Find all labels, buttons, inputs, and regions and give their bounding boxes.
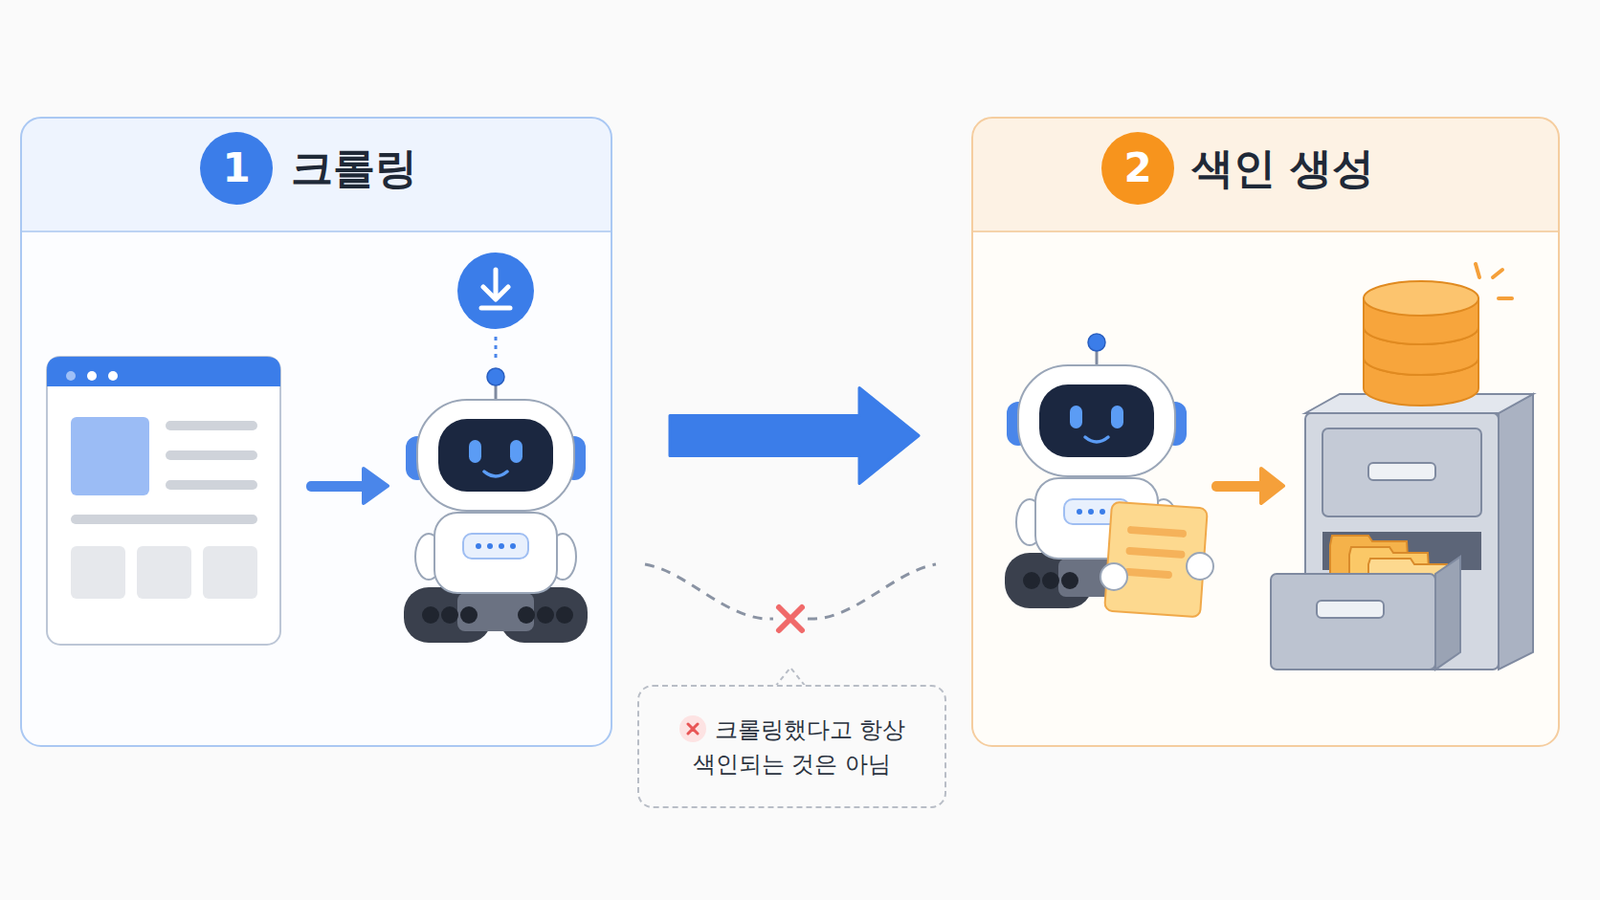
stage-panel: 색인 생성 2 xyxy=(971,116,1560,748)
note-box: 크롤링했다고 항상 색인되는 것은 아님 xyxy=(637,685,947,809)
note-text: 크롤링했다고 항상 색인되는 것은 아님 xyxy=(654,712,930,782)
stage-panel: 크롤링 1 xyxy=(20,116,613,748)
stage-title: 색인 생성 xyxy=(1191,139,1375,198)
stage-title: 크롤링 xyxy=(290,139,418,198)
step-number-badge: 1 xyxy=(200,132,273,205)
cross-icon xyxy=(678,714,708,744)
flow-arrow xyxy=(669,388,919,485)
step-number: 1 xyxy=(222,148,250,189)
step-number: 2 xyxy=(1123,148,1152,189)
step-number-badge: 2 xyxy=(1101,132,1175,205)
